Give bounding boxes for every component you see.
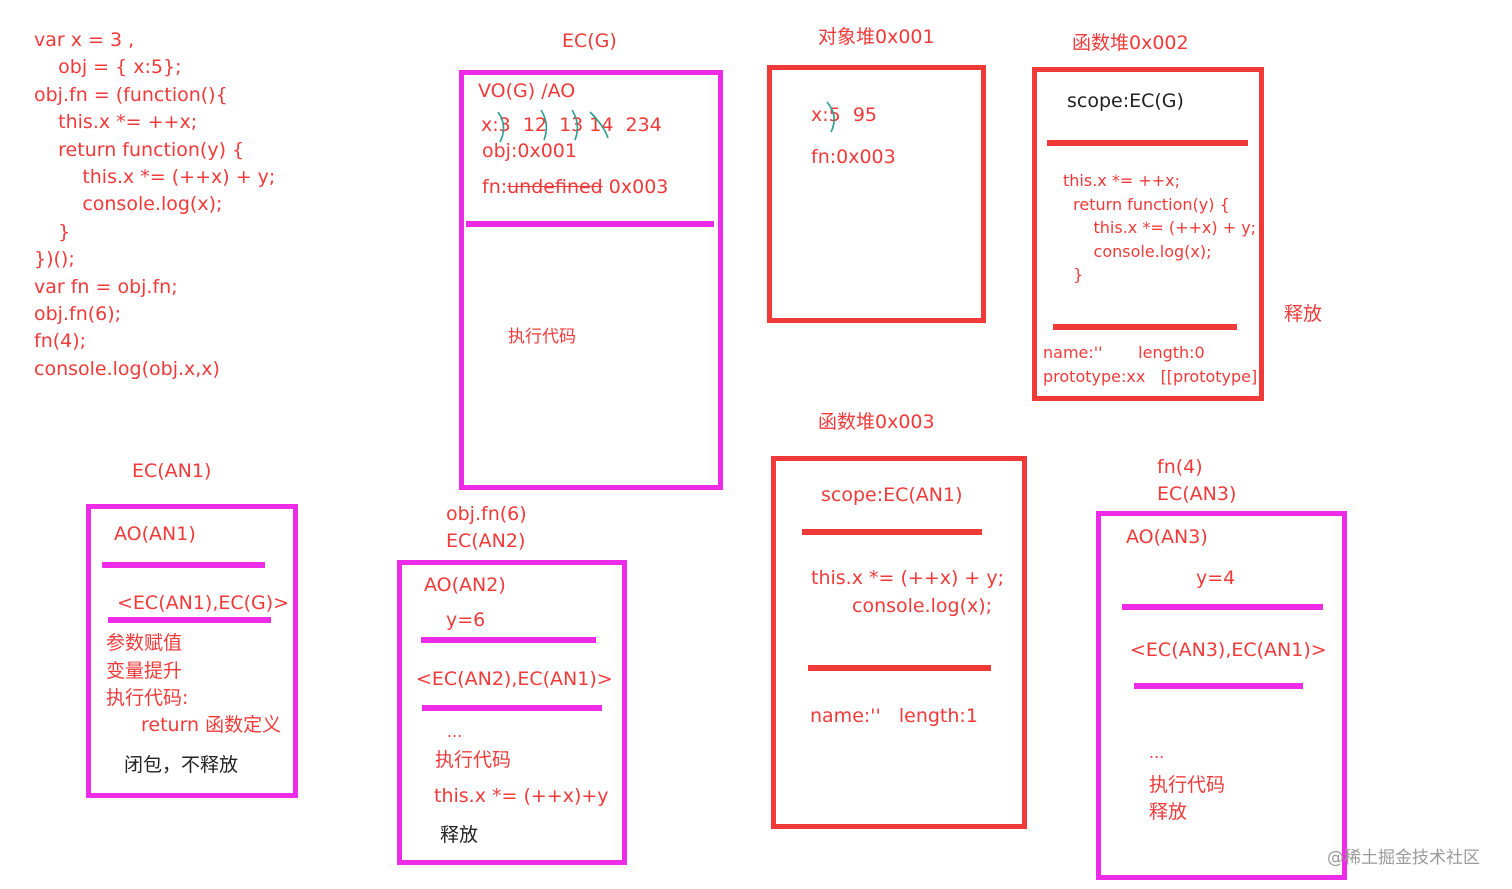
fn-heap-003-code-line1: this.x *= (++x) + y; (811, 567, 1005, 589)
ec-an3-var: y=4 (1196, 567, 1236, 589)
fn-heap-002-props-row2: prototype:xx [[prototype]] (1043, 367, 1264, 386)
obj-heap-title: 对象堆0x001 (818, 26, 935, 48)
fn-heap-002-code-line: console.log(x); (1063, 241, 1212, 261)
ec-an2-call: obj.fn(6) (446, 503, 527, 525)
ecg-divider (466, 221, 714, 227)
ec-an2-ellipsis: ... (447, 722, 463, 741)
fn-heap-003-scope: scope:EC(AN1) (821, 484, 963, 506)
obj-heap-x-row: x:5 95 (811, 104, 877, 126)
code-listing-line: console.log(obj.x,x) (34, 357, 220, 380)
ec-an3-exec: 执行代码 (1149, 774, 1226, 796)
ec-an3-box (1096, 511, 1347, 880)
code-listing-line: console.log(x); (34, 193, 223, 216)
ec-an1-title: EC(AN1) (132, 460, 212, 482)
ec-an1-ao: AO(AN1) (114, 523, 196, 545)
obj-heap-box (767, 65, 986, 323)
ec-an1-step-1: 参数赋值 (106, 632, 183, 654)
ecg-vo-label: VO(G) /AO (478, 80, 576, 102)
ec-an1-step-3: 执行代码: (106, 687, 189, 709)
obj-heap-strike-mark (826, 101, 835, 133)
code-listing-line: this.x *= (++x) + y; (34, 166, 276, 189)
ecg-fn-prefix: fn: (482, 176, 508, 198)
fn-heap-003-title: 函数堆0x003 (818, 411, 935, 433)
ec-an3-chain: <EC(AN3),EC(AN1)> (1130, 639, 1327, 661)
fn-heap-003-divider-bottom (808, 665, 991, 671)
ec-an3-call: fn(4) (1157, 456, 1203, 478)
watermark: @稀土掘金技术社区 (1327, 848, 1480, 868)
fn-heap-002-scope: scope:EC(G) (1067, 90, 1184, 112)
ecg-exec-label: 执行代码 (508, 327, 576, 347)
fn-heap-002-title: 函数堆0x002 (1072, 32, 1189, 54)
ecg-fn-row: fn:undefined 0x003 (482, 176, 668, 198)
ec-an1-divider-top (102, 562, 265, 568)
ec-an1-divider-chain (108, 617, 271, 623)
fn-heap-002-code-line: return function(y) { (1063, 194, 1230, 214)
code-listing: var x = 3 , obj = { x:5}; obj.fn = (funct… (34, 27, 275, 383)
ecg-fn-new: 0x003 (602, 176, 669, 198)
ec-an2-chain: <EC(AN2),EC(AN1)> (416, 668, 613, 690)
ec-an1-return-line: return 函数定义 (141, 714, 282, 736)
ec-an1-step-2: 变量提升 (106, 660, 183, 682)
ec-an3-title: EC(AN3) (1157, 483, 1237, 505)
ec-an2-divider-top (421, 637, 596, 643)
ec-an2-box (397, 560, 627, 865)
ec-an3-divider-chain (1134, 683, 1303, 689)
fn-heap-002-code-line: } (1063, 265, 1084, 284)
code-listing-line: var x = 3 , (34, 29, 135, 51)
code-listing-line: })(); (34, 248, 75, 271)
ec-an2-divider-chain (422, 705, 602, 711)
fn-heap-002-box (1032, 67, 1264, 401)
code-listing-line: return function(y) { (34, 138, 245, 161)
code-listing-line: obj.fn = (function(){ (34, 83, 228, 106)
fn-heap-003-code-line2: console.log(x); (852, 595, 993, 617)
code-listing-line: obj = { x:5}; (34, 56, 182, 79)
obj-heap-fn-row: fn:0x003 (811, 146, 896, 168)
ec-an2-exec: 执行代码 (435, 749, 512, 771)
ecg-obj-row: obj:0x001 (482, 140, 577, 162)
fn-heap-003-box (771, 456, 1027, 829)
fn-heap-003-props: name:'' length:1 (810, 705, 978, 727)
code-listing-line: obj.fn(6); (34, 303, 122, 326)
ecg-box (459, 70, 723, 490)
ec-an2-release: 释放 (440, 824, 479, 846)
ec-an1-chain: <EC(AN1),EC(G)> (117, 592, 290, 614)
code-listing-line: } (34, 220, 71, 243)
ec-an3-ao: AO(AN3) (1126, 526, 1208, 548)
ec-an1-box (86, 504, 298, 798)
fn-heap-002-release-label: 释放 (1284, 303, 1323, 325)
ec-an2-ao: AO(AN2) (424, 574, 506, 596)
fn-heap-002-divider-top (1047, 140, 1248, 146)
fn-heap-003-divider-top (802, 529, 982, 535)
fn-heap-002-props-row1: name:'' length:0 (1043, 343, 1205, 362)
ecg-x-row: x:3 12 13 14 234 (481, 114, 662, 136)
ec-an2-title: EC(AN2) (446, 530, 526, 552)
ec-an2-stmt: this.x *= (++x)+y (434, 785, 609, 807)
code-listing-line: fn(4); (34, 330, 87, 353)
ec-an3-release: 释放 (1149, 801, 1188, 823)
ec-an3-ellipsis: ... (1149, 743, 1165, 762)
fn-heap-002-code-line: this.x *= (++x) + y; (1063, 218, 1257, 237)
ecg-strike-marks (497, 109, 609, 143)
ec-an1-closure-note: 闭包，不释放 (124, 754, 239, 776)
fn-heap-002-code: this.x *= ++x; return function(y) { this… (1063, 169, 1256, 287)
code-listing-line: var fn = obj.fn; (34, 275, 178, 298)
ec-an2-var: y=6 (446, 609, 486, 631)
ecg-fn-old: undefined (507, 176, 603, 198)
ec-an3-divider-top (1122, 604, 1323, 610)
fn-heap-002-code-line: this.x *= ++x; (1063, 171, 1180, 190)
ecg-title: EC(G) (562, 30, 617, 52)
code-listing-line: this.x *= ++x; (34, 111, 198, 134)
fn-heap-002-divider-bottom (1053, 324, 1237, 330)
